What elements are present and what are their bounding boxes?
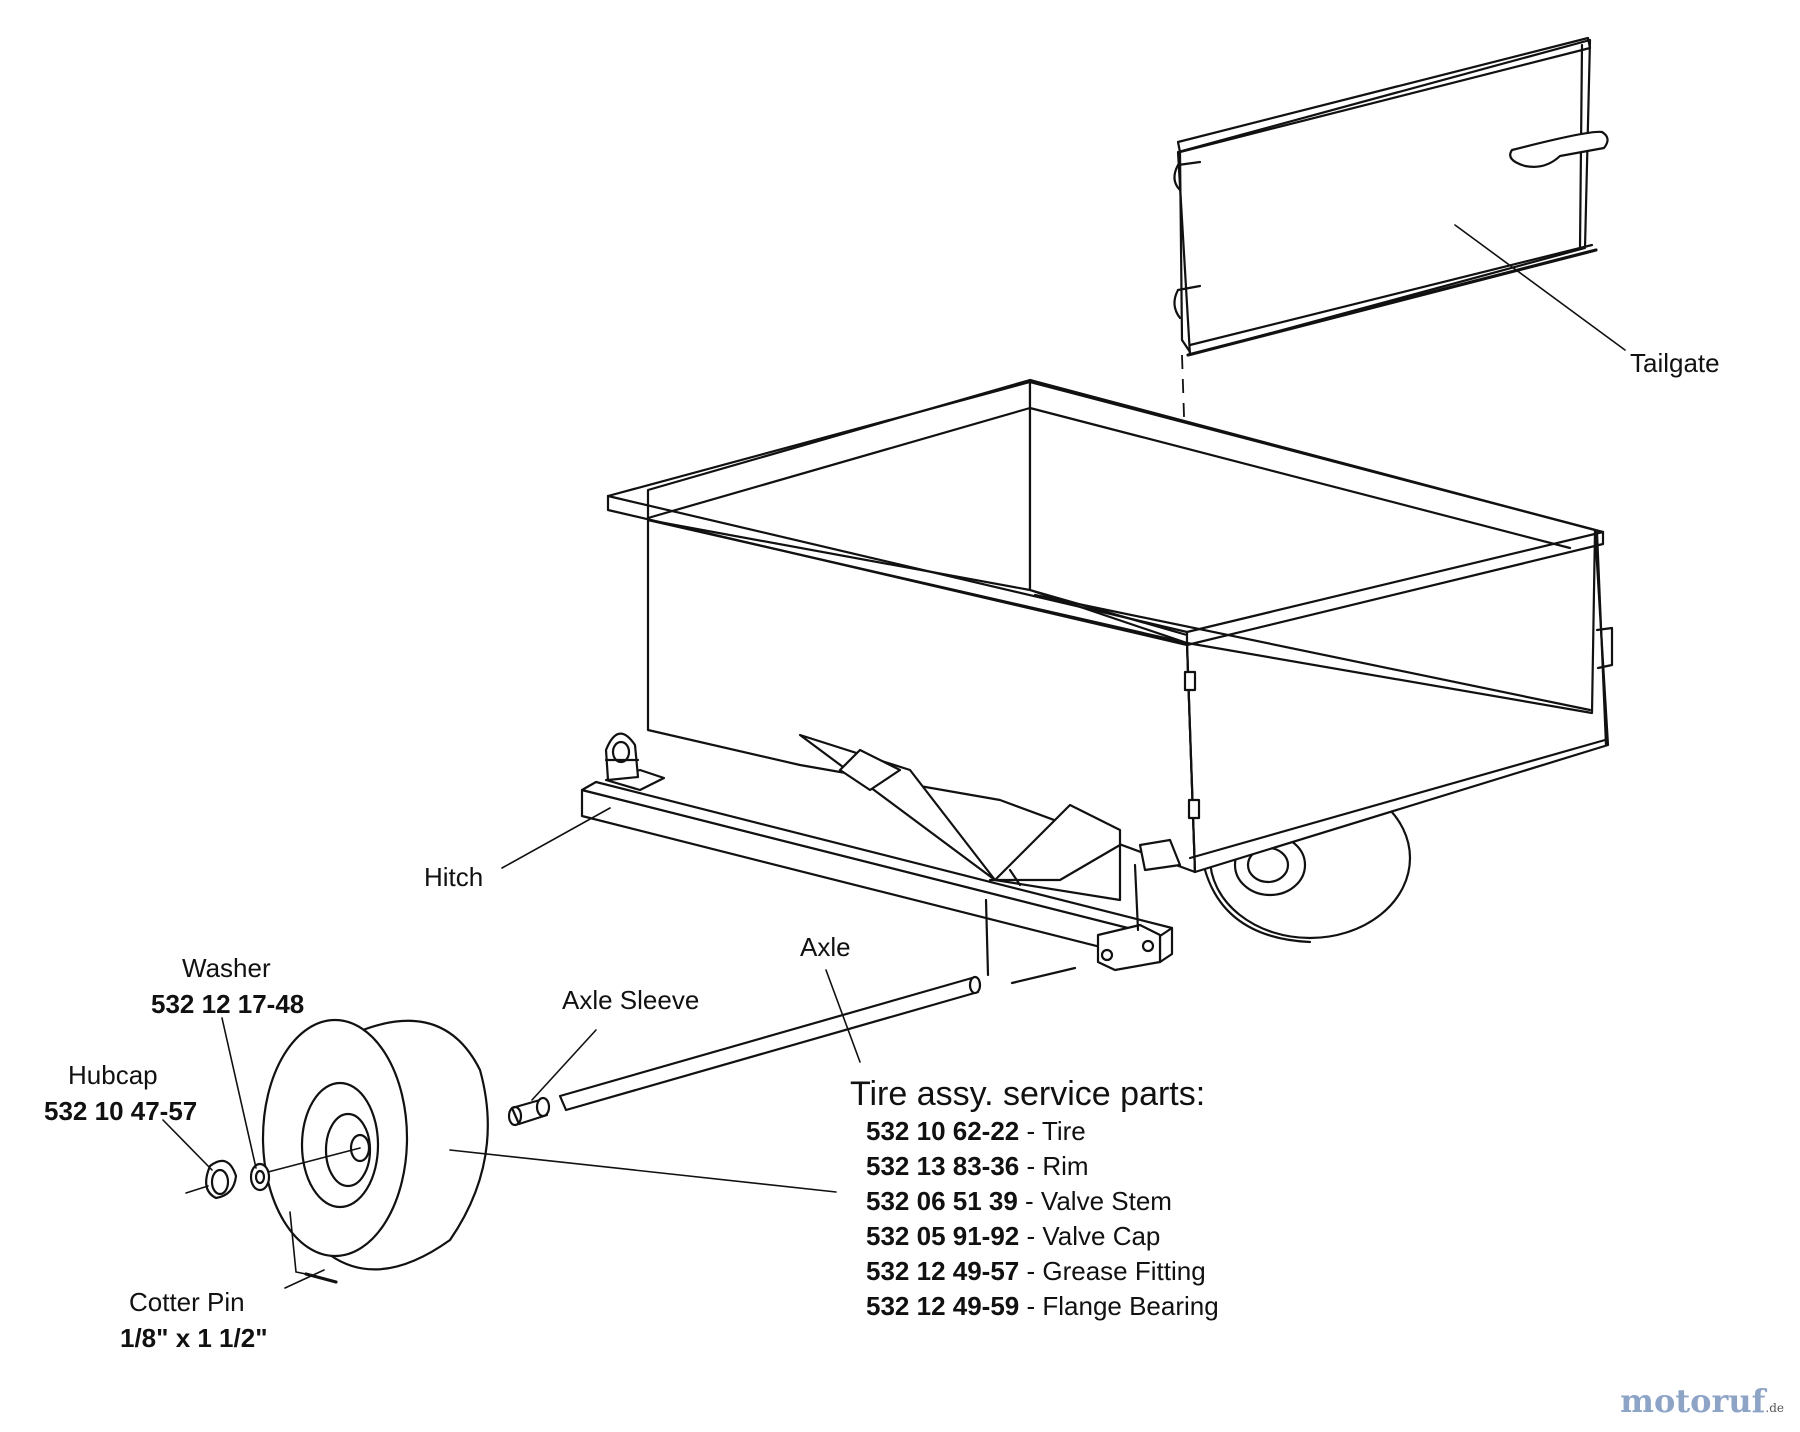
service-parts-list: 532 10 62-22 - Tire 532 13 83-36 - Rim 5… — [866, 1114, 1219, 1324]
hubcap-part-number: 532 10 47-57 — [44, 1096, 198, 1126]
service-part-desc: - Valve Stem — [1025, 1186, 1172, 1216]
service-part-number: 532 12 49-59 — [866, 1291, 1020, 1321]
cotter-pin-leader — [284, 1269, 325, 1289]
axle-centerline — [1010, 966, 1077, 985]
service-part-desc: - Grease Fitting — [1026, 1256, 1206, 1286]
washer-part-number: 532 12 17-48 — [151, 989, 305, 1019]
service-part-desc: - Tire — [1026, 1116, 1086, 1146]
service-part-item: 532 12 49-57 - Grease Fitting — [866, 1254, 1219, 1289]
service-part-number: 532 13 83-36 — [866, 1151, 1020, 1181]
service-part-item: 532 10 62-22 - Tire — [866, 1114, 1219, 1149]
small-parts-drawing — [185, 1147, 361, 1284]
watermark-brand: motoruf — [1620, 1382, 1766, 1420]
service-parts-title: Tire assy. service parts: — [850, 1075, 1206, 1113]
hitch-frame-drawing — [580, 732, 1174, 977]
front-wheel-drawing — [261, 1018, 489, 1271]
hubcap-shape — [205, 1159, 238, 1200]
cotter-pin-size: 1/8" x 1 1/2" — [120, 1323, 268, 1353]
service-part-item: 532 05 91-92 - Valve Cap — [866, 1219, 1219, 1254]
service-part-desc: - Valve Cap — [1026, 1221, 1161, 1251]
service-part-number: 532 06 51 39 — [866, 1186, 1018, 1216]
service-part-item: 532 13 83-36 - Rim — [866, 1149, 1219, 1184]
washer-label: Washer — [182, 953, 271, 983]
axle-label: Axle — [800, 932, 851, 962]
hitch-leader — [501, 807, 611, 869]
service-part-desc: - Flange Bearing — [1026, 1291, 1219, 1321]
washer-shape — [249, 1162, 271, 1192]
axle-sleeve-drawing — [507, 1096, 551, 1127]
cotter-pin-label: Cotter Pin — [129, 1287, 245, 1317]
service-part-number: 532 10 62-22 — [866, 1116, 1020, 1146]
hitch-label: Hitch — [424, 862, 484, 892]
leader-lines — [162, 224, 1626, 1289]
tailgate-leader — [1454, 224, 1626, 351]
service-part-desc: - Rim — [1026, 1151, 1089, 1181]
axle-leader — [825, 969, 861, 1063]
cotter-pin-shape — [304, 1272, 338, 1284]
hubcap-label: Hubcap — [68, 1060, 158, 1090]
watermark-logo: motoruf.de — [1620, 1382, 1784, 1420]
axle-sleeve-label: Axle Sleeve — [562, 985, 700, 1015]
service-part-number: 532 05 91-92 — [866, 1221, 1020, 1251]
tailgate-label: Tailgate — [1630, 348, 1720, 378]
service-part-item: 532 12 49-59 - Flange Bearing — [866, 1289, 1219, 1324]
axle-sleeve-leader — [531, 1029, 597, 1101]
hubcap-leader — [162, 1119, 213, 1171]
washer-leader — [221, 1017, 257, 1169]
tire-assy-leader — [449, 1149, 837, 1193]
axle-drawing — [558, 975, 982, 1112]
tailgate-drawing — [1173, 36, 1609, 357]
service-part-item: 532 06 51 39 - Valve Stem — [866, 1184, 1219, 1219]
cart-box-drawing — [606, 378, 1614, 902]
watermark-suffix: .de — [1765, 1401, 1784, 1415]
service-part-number: 532 12 49-57 — [866, 1256, 1020, 1286]
